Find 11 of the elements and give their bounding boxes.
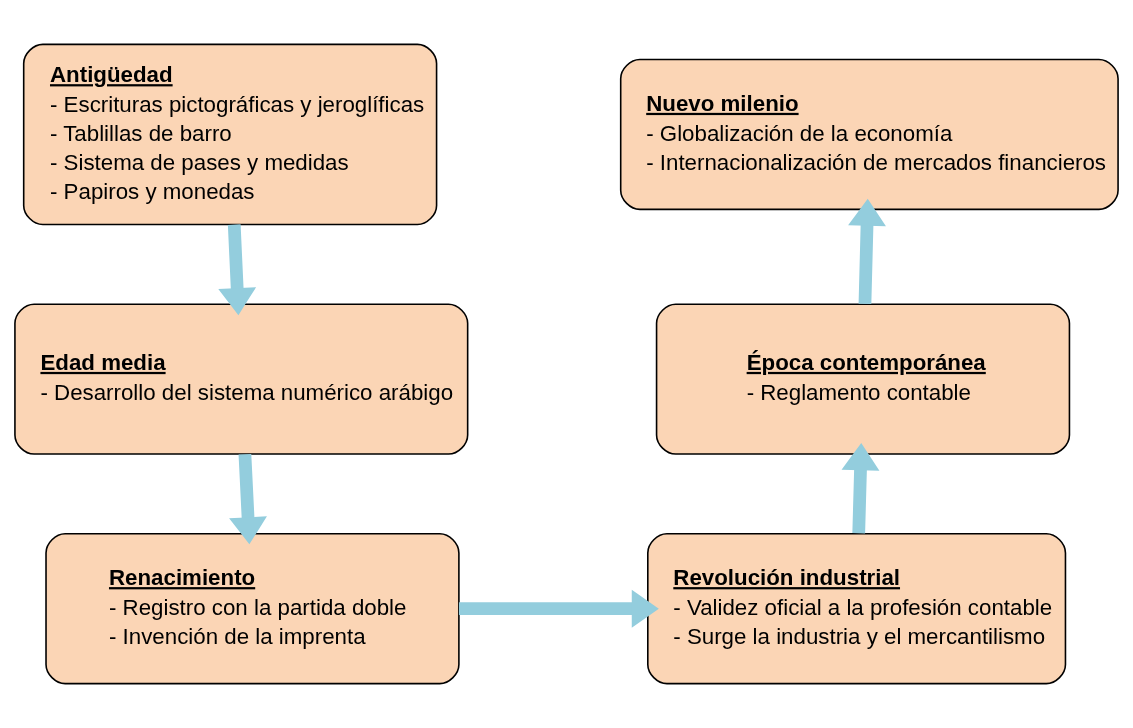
node-box: Edad media - Desarrollo del sistema numérico arábigo	[14, 303, 469, 455]
node-box: Renacimiento - Registro con la partida doble - Invención de la imprenta	[45, 533, 460, 685]
node-box: Época contemporánea - Reglamento contable	[655, 303, 1071, 455]
node-box: Nuevo milenio - Globalización de la economía - Internacionalización de mercados financieros	[619, 58, 1119, 211]
arrow	[841, 443, 880, 534]
node-box: Antigüedad - Escrituras pictográficas y jeroglíficas - Tablillas de barro - Sistema de pases y medidas - Papiros y monedas	[22, 43, 438, 226]
arrow	[458, 589, 659, 628]
arrow	[848, 198, 886, 304]
arrow	[229, 453, 267, 545]
node-box: Revolución industrial - Validez oficial a la profesión contable - Surge la industria y el mercantilismo	[647, 533, 1067, 685]
arrow	[218, 224, 257, 316]
